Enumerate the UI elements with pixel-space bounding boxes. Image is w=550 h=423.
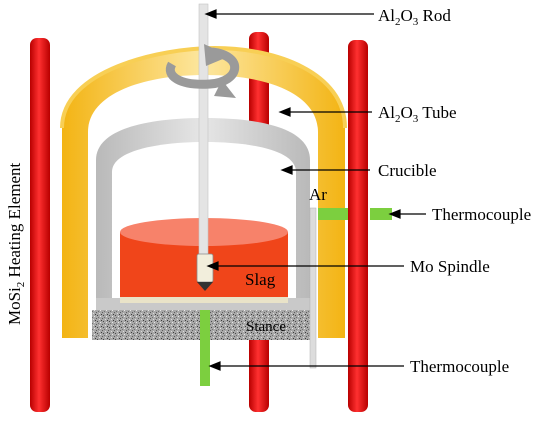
rotation-arrow-icon: [165, 44, 240, 98]
thermocouple-top: [318, 208, 392, 220]
label-al2o3-tube: Al2O3 Tube: [378, 103, 457, 125]
alumina-rod: [198, 3, 209, 257]
label-thermocouple-top: Thermocouple: [432, 205, 531, 224]
label-mo-spindle: Mo Spindle: [410, 257, 490, 276]
label-thermocouple-bottom: Thermocouple: [410, 357, 509, 376]
pointer-arrows: [204, 9, 426, 371]
argon-pipe: [309, 207, 317, 369]
heating-element-left: [30, 38, 50, 412]
label-stance: Stance: [246, 319, 286, 335]
label-crucible: Crucible: [378, 161, 437, 180]
label-al2o3-rod: Al2O3 Rod: [378, 6, 451, 28]
thermocouple-bottom: [200, 310, 210, 386]
mo-spindle: [196, 253, 214, 291]
label-argon: Ar: [309, 185, 327, 204]
heating-element-right: [348, 40, 368, 412]
label-slag: Slag: [245, 270, 276, 289]
label-heating-element: MoSi2 Heating Element: [5, 162, 27, 325]
